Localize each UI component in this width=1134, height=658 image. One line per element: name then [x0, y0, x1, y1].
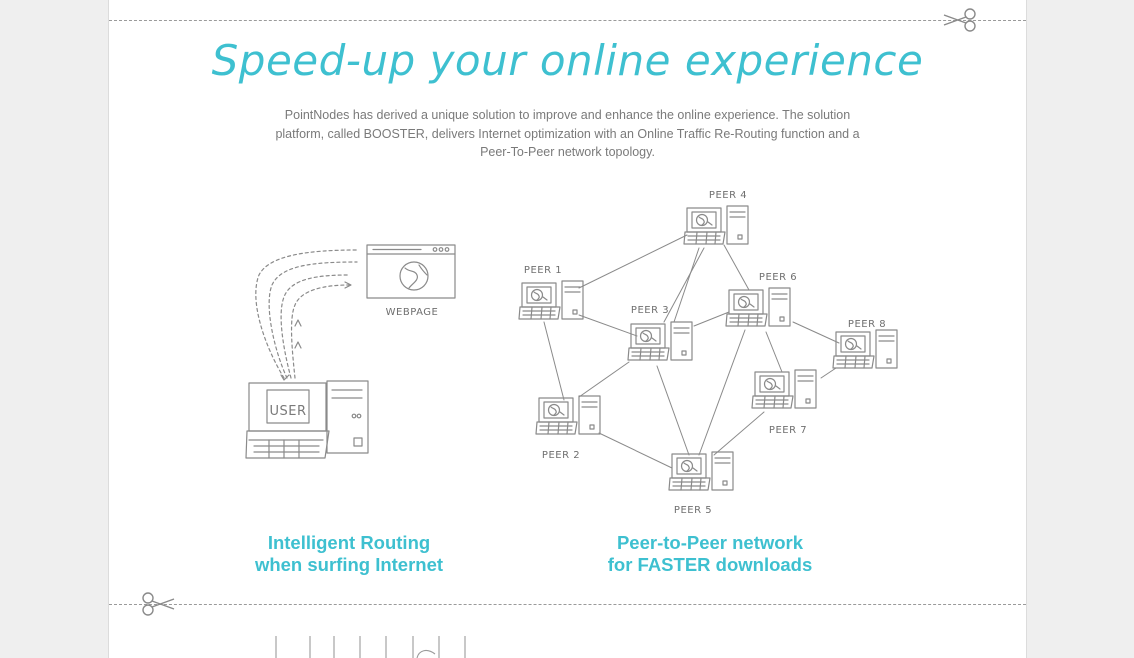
peer-1-computer-icon	[518, 280, 584, 320]
user-label: USER	[269, 404, 306, 419]
peer-8-label: PEER 8	[848, 319, 886, 330]
bottom-cut-line	[109, 604, 1026, 605]
intro-paragraph: PointNodes has derived a unique solution…	[275, 108, 860, 159]
p2p-caption-line1: Peer-to-Peer network	[616, 532, 804, 553]
routing-caption-line2: when surfing Internet	[254, 554, 444, 575]
peer-2-computer-icon	[535, 395, 601, 435]
scissors-icon	[142, 592, 175, 616]
peer-4-label: PEER 4	[709, 190, 747, 201]
routing-diagram	[255, 249, 358, 381]
scissors-icon	[943, 8, 976, 32]
webpage-label: WEBPAGE	[386, 307, 439, 318]
top-cut-line	[109, 20, 1026, 21]
peer-6-computer-icon	[725, 287, 791, 327]
peer-1-label: PEER 1	[524, 265, 562, 276]
peer-5-computer-icon	[668, 451, 734, 491]
peer-3-computer-icon	[627, 321, 693, 361]
peer-6-label: PEER 6	[759, 272, 797, 283]
peer-7-computer-icon	[751, 369, 817, 409]
routing-caption-line1: Intelligent Routing	[267, 532, 431, 553]
p2p-connections	[543, 234, 840, 469]
next-section-sketch	[275, 636, 466, 658]
peer-5-label: PEER 5	[674, 505, 712, 516]
illustration-canvas: USER WEBPAGE PEER 4 PEER 1 PEER 6 PEER 3…	[245, 190, 898, 516]
p2p-caption-line2: for FASTER downloads	[607, 554, 813, 575]
page-headline: Speed-up your online experience	[211, 36, 924, 85]
browser-window-icon	[366, 244, 456, 299]
user-computer-icon	[245, 380, 369, 459]
peer-8-computer-icon	[832, 329, 898, 369]
peer-2-label: PEER 2	[542, 450, 580, 461]
peer-3-label: PEER 3	[631, 305, 669, 316]
routing-caption: Intelligent Routing when surfing Interne…	[229, 532, 469, 576]
content-sheet: Speed-up your online experience PointNod…	[108, 0, 1027, 658]
peer-7-label: PEER 7	[769, 425, 807, 436]
peer-4-computer-icon	[683, 205, 749, 245]
p2p-caption: Peer-to-Peer network for FASTER download…	[579, 532, 841, 576]
